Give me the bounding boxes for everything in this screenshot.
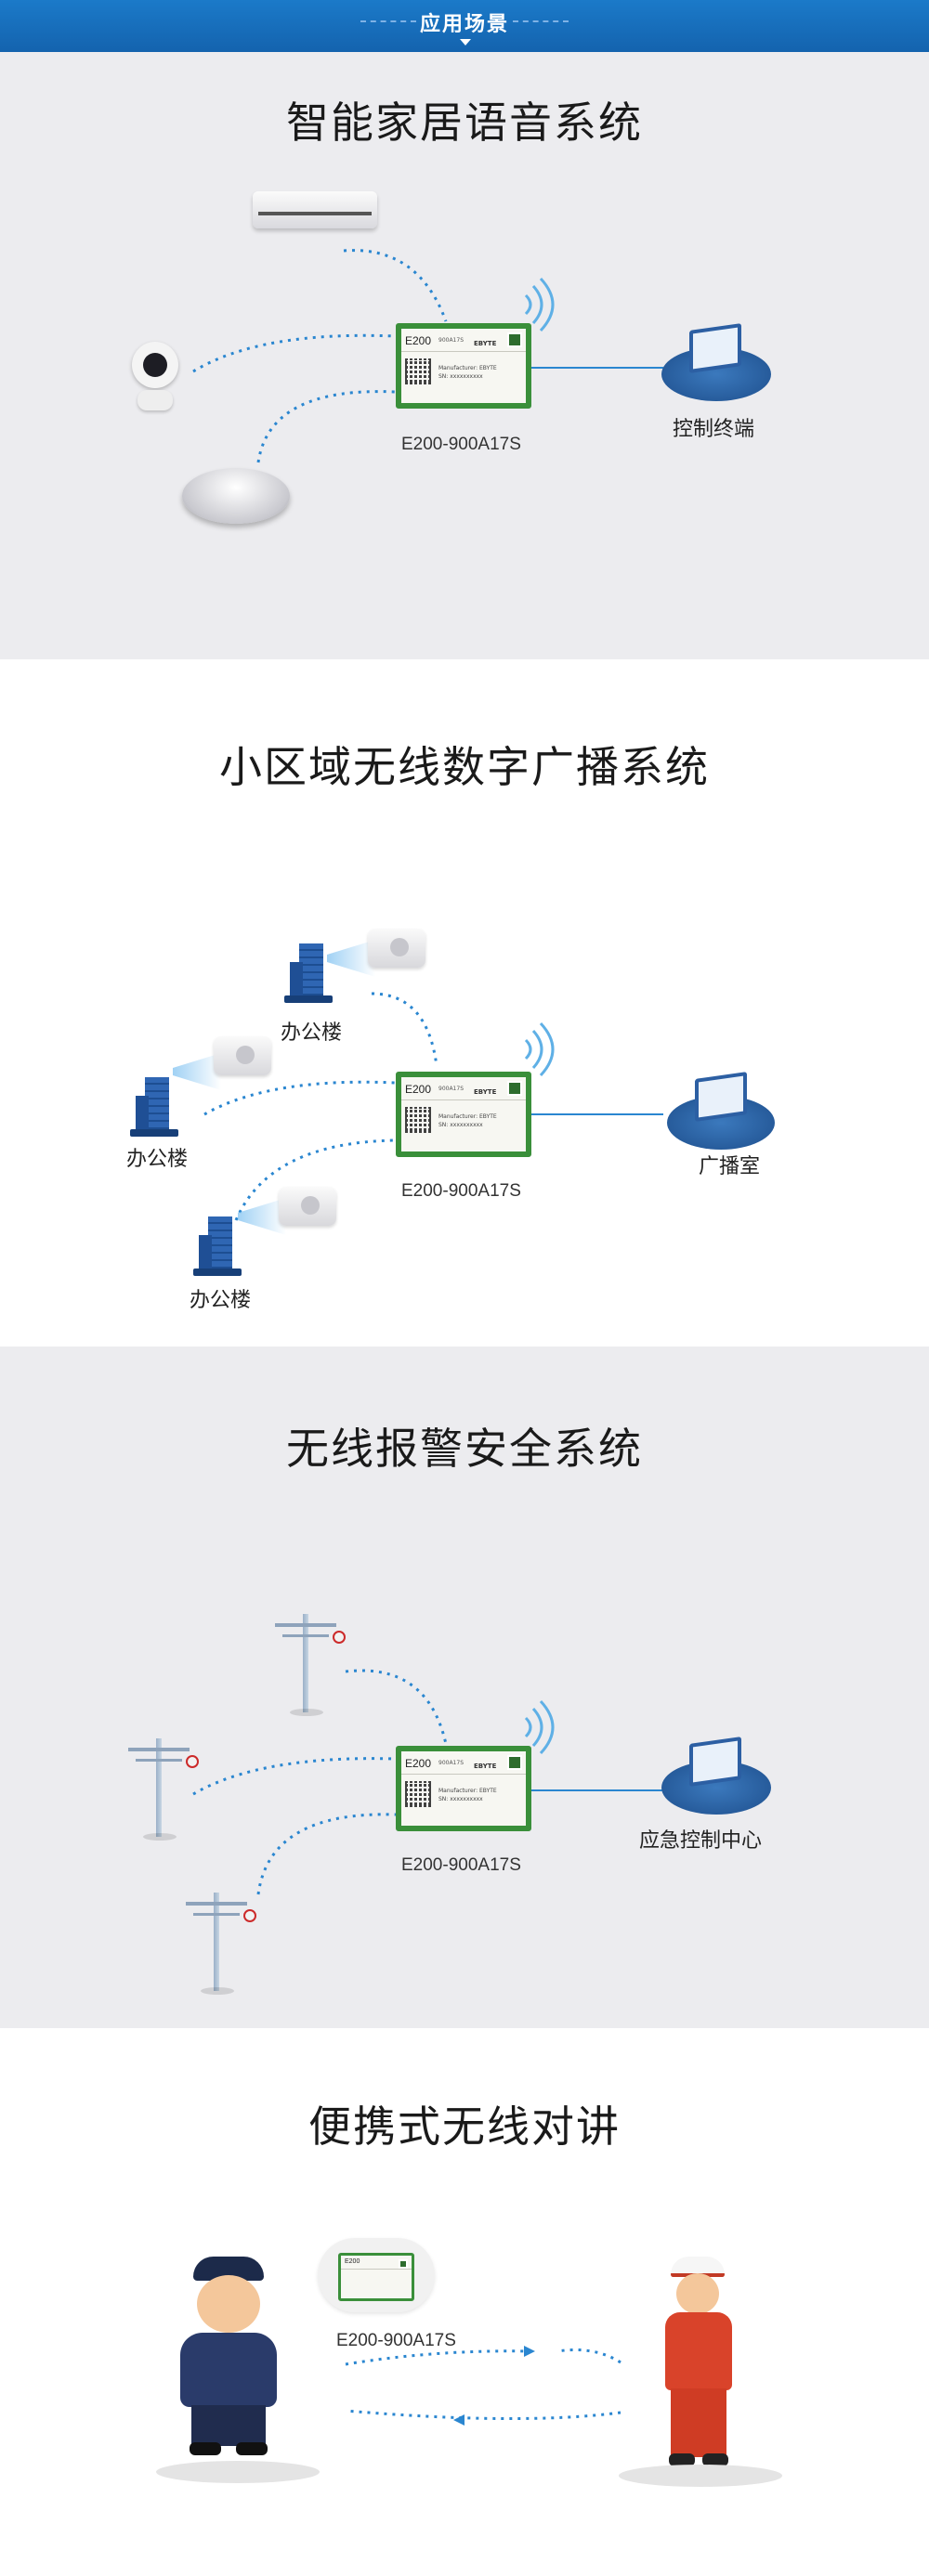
police-officer-icon [173,2257,294,2470]
header-title: 应用场景 [419,13,509,36]
section-title: 智能家居语音系统 [286,98,643,148]
chip-icon [507,1755,522,1770]
section-smart-home: 智能家居语音系统 E200 900A17S EBYTE Manufacturer… [0,52,929,659]
model-label: E200-900A17S [401,1855,521,1875]
security-camera-icon [130,342,180,412]
control-terminal-icon [661,323,771,401]
speaker-icon [279,1187,336,1226]
ground-shadow [619,2465,782,2487]
connection-lines [192,249,663,463]
section-title: 便携式无线对讲 [308,2101,621,2152]
section-alarm: 无线报警安全系统 E200 900A17S EBYTE Manufacturer… [0,1347,929,2028]
air-conditioner-icon [253,191,377,228]
office-building-icon [193,1216,242,1276]
chip-icon [507,1081,522,1096]
connection-lines [203,992,663,1221]
firefighter-icon [661,2257,745,2476]
model-label: E200-900A17S [336,2331,456,2350]
office-building-icon [284,943,333,1003]
terminal-label: 控制终端 [673,418,755,441]
connection-arrows [345,2346,622,2426]
header-arrow-icon [460,39,471,46]
header-deco-left [360,20,416,22]
robot-vacuum-icon [182,468,290,524]
chip-icon [399,2259,408,2269]
ground-shadow [156,2461,320,2483]
utility-pole-icon [164,1883,275,1995]
e200-module: E200 [338,2253,414,2301]
module-code: E200 [405,334,432,347]
page-header: 应用场景 [0,0,929,52]
terminal-label: 应急控制中心 [639,1829,763,1853]
header-deco-right [513,20,569,22]
section-title: 小区域无线数字广播系统 [219,742,710,792]
building-label: 办公楼 [190,1289,252,1312]
building-label: 办公楼 [126,1148,189,1171]
section-walkie-talkie: 便携式无线对讲 E200 E200-900A17S [0,2028,929,2576]
module-brand: EBYTE [474,340,497,347]
connection-lines [192,1669,663,1895]
terminal-label: 广播室 [699,1155,761,1178]
section-broadcast: 小区域无线数字广播系统 办公楼 办公楼 办公楼 E200 900A17S EBY… [0,659,929,1347]
utility-pole-icon [106,1729,217,1841]
chip-icon [507,332,522,347]
section-title: 无线报警安全系统 [286,1424,643,1474]
building-label: 办公楼 [281,1021,343,1045]
emergency-center-icon [661,1737,771,1815]
utility-pole-icon [253,1605,364,1716]
office-building-icon [130,1077,178,1137]
model-label: E200-900A17S [401,435,521,454]
speaker-icon [214,1036,271,1075]
broadcast-room-icon [667,1072,775,1150]
module-sub: 900A17S [438,337,464,344]
speaker-icon [368,929,425,968]
model-label: E200-900A17S [401,1181,521,1201]
